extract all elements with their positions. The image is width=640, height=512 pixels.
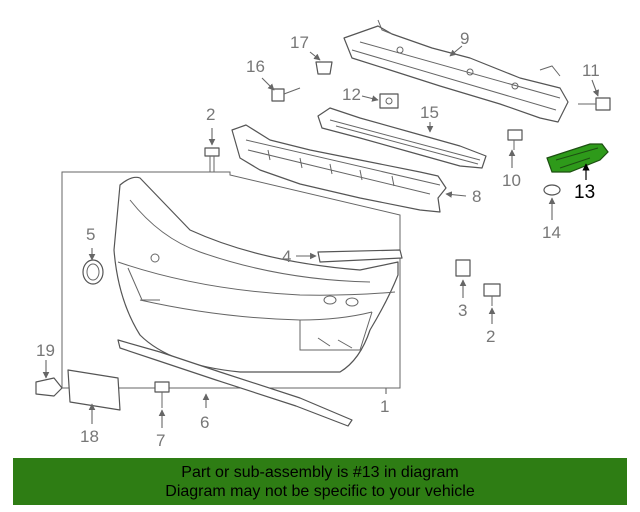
callout-3: 3 <box>458 301 467 320</box>
callout-6: 6 <box>200 413 209 432</box>
fasteners <box>35 61 611 427</box>
grille-bracket <box>317 107 487 169</box>
banner-line-1: Part or sub-assembly is #13 in diagram <box>181 463 459 481</box>
callout-5: 5 <box>86 225 95 244</box>
callout-2-upper: 2 <box>206 105 215 124</box>
callout-12: 12 <box>342 85 361 104</box>
callout-10: 10 <box>502 171 521 190</box>
callout-15: 15 <box>420 103 439 122</box>
callout-7: 7 <box>156 431 165 450</box>
callout-13: 13 <box>574 182 595 203</box>
callout-16: 16 <box>246 57 265 76</box>
reinforcement-bar <box>343 19 569 123</box>
callout-2-lower: 2 <box>486 327 495 346</box>
callout-labels: 2 16 17 12 15 9 11 10 13 14 8 4 5 3 2 1 … <box>36 29 600 450</box>
callout-11: 11 <box>582 61 600 80</box>
callout-19: 19 <box>36 341 55 360</box>
banner-line-2: Diagram may not be specific to your vehi… <box>165 482 475 500</box>
callout-1: 1 <box>380 397 389 416</box>
callout-18: 18 <box>80 427 99 446</box>
callout-14: 14 <box>542 223 561 242</box>
mounting-bracket-13 <box>546 143 609 173</box>
energy-absorber <box>231 124 447 213</box>
info-banner: Part or sub-assembly is #13 in diagram D… <box>13 458 627 505</box>
callout-4: 4 <box>282 247 291 266</box>
callout-9: 9 <box>460 29 469 48</box>
bumper-cover <box>61 171 401 389</box>
parts-diagram: 2 16 17 12 15 9 11 10 13 14 8 4 5 3 2 1 … <box>35 19 611 450</box>
callout-17: 17 <box>290 33 309 52</box>
leader-lines <box>42 45 600 428</box>
callout-8: 8 <box>472 187 481 206</box>
